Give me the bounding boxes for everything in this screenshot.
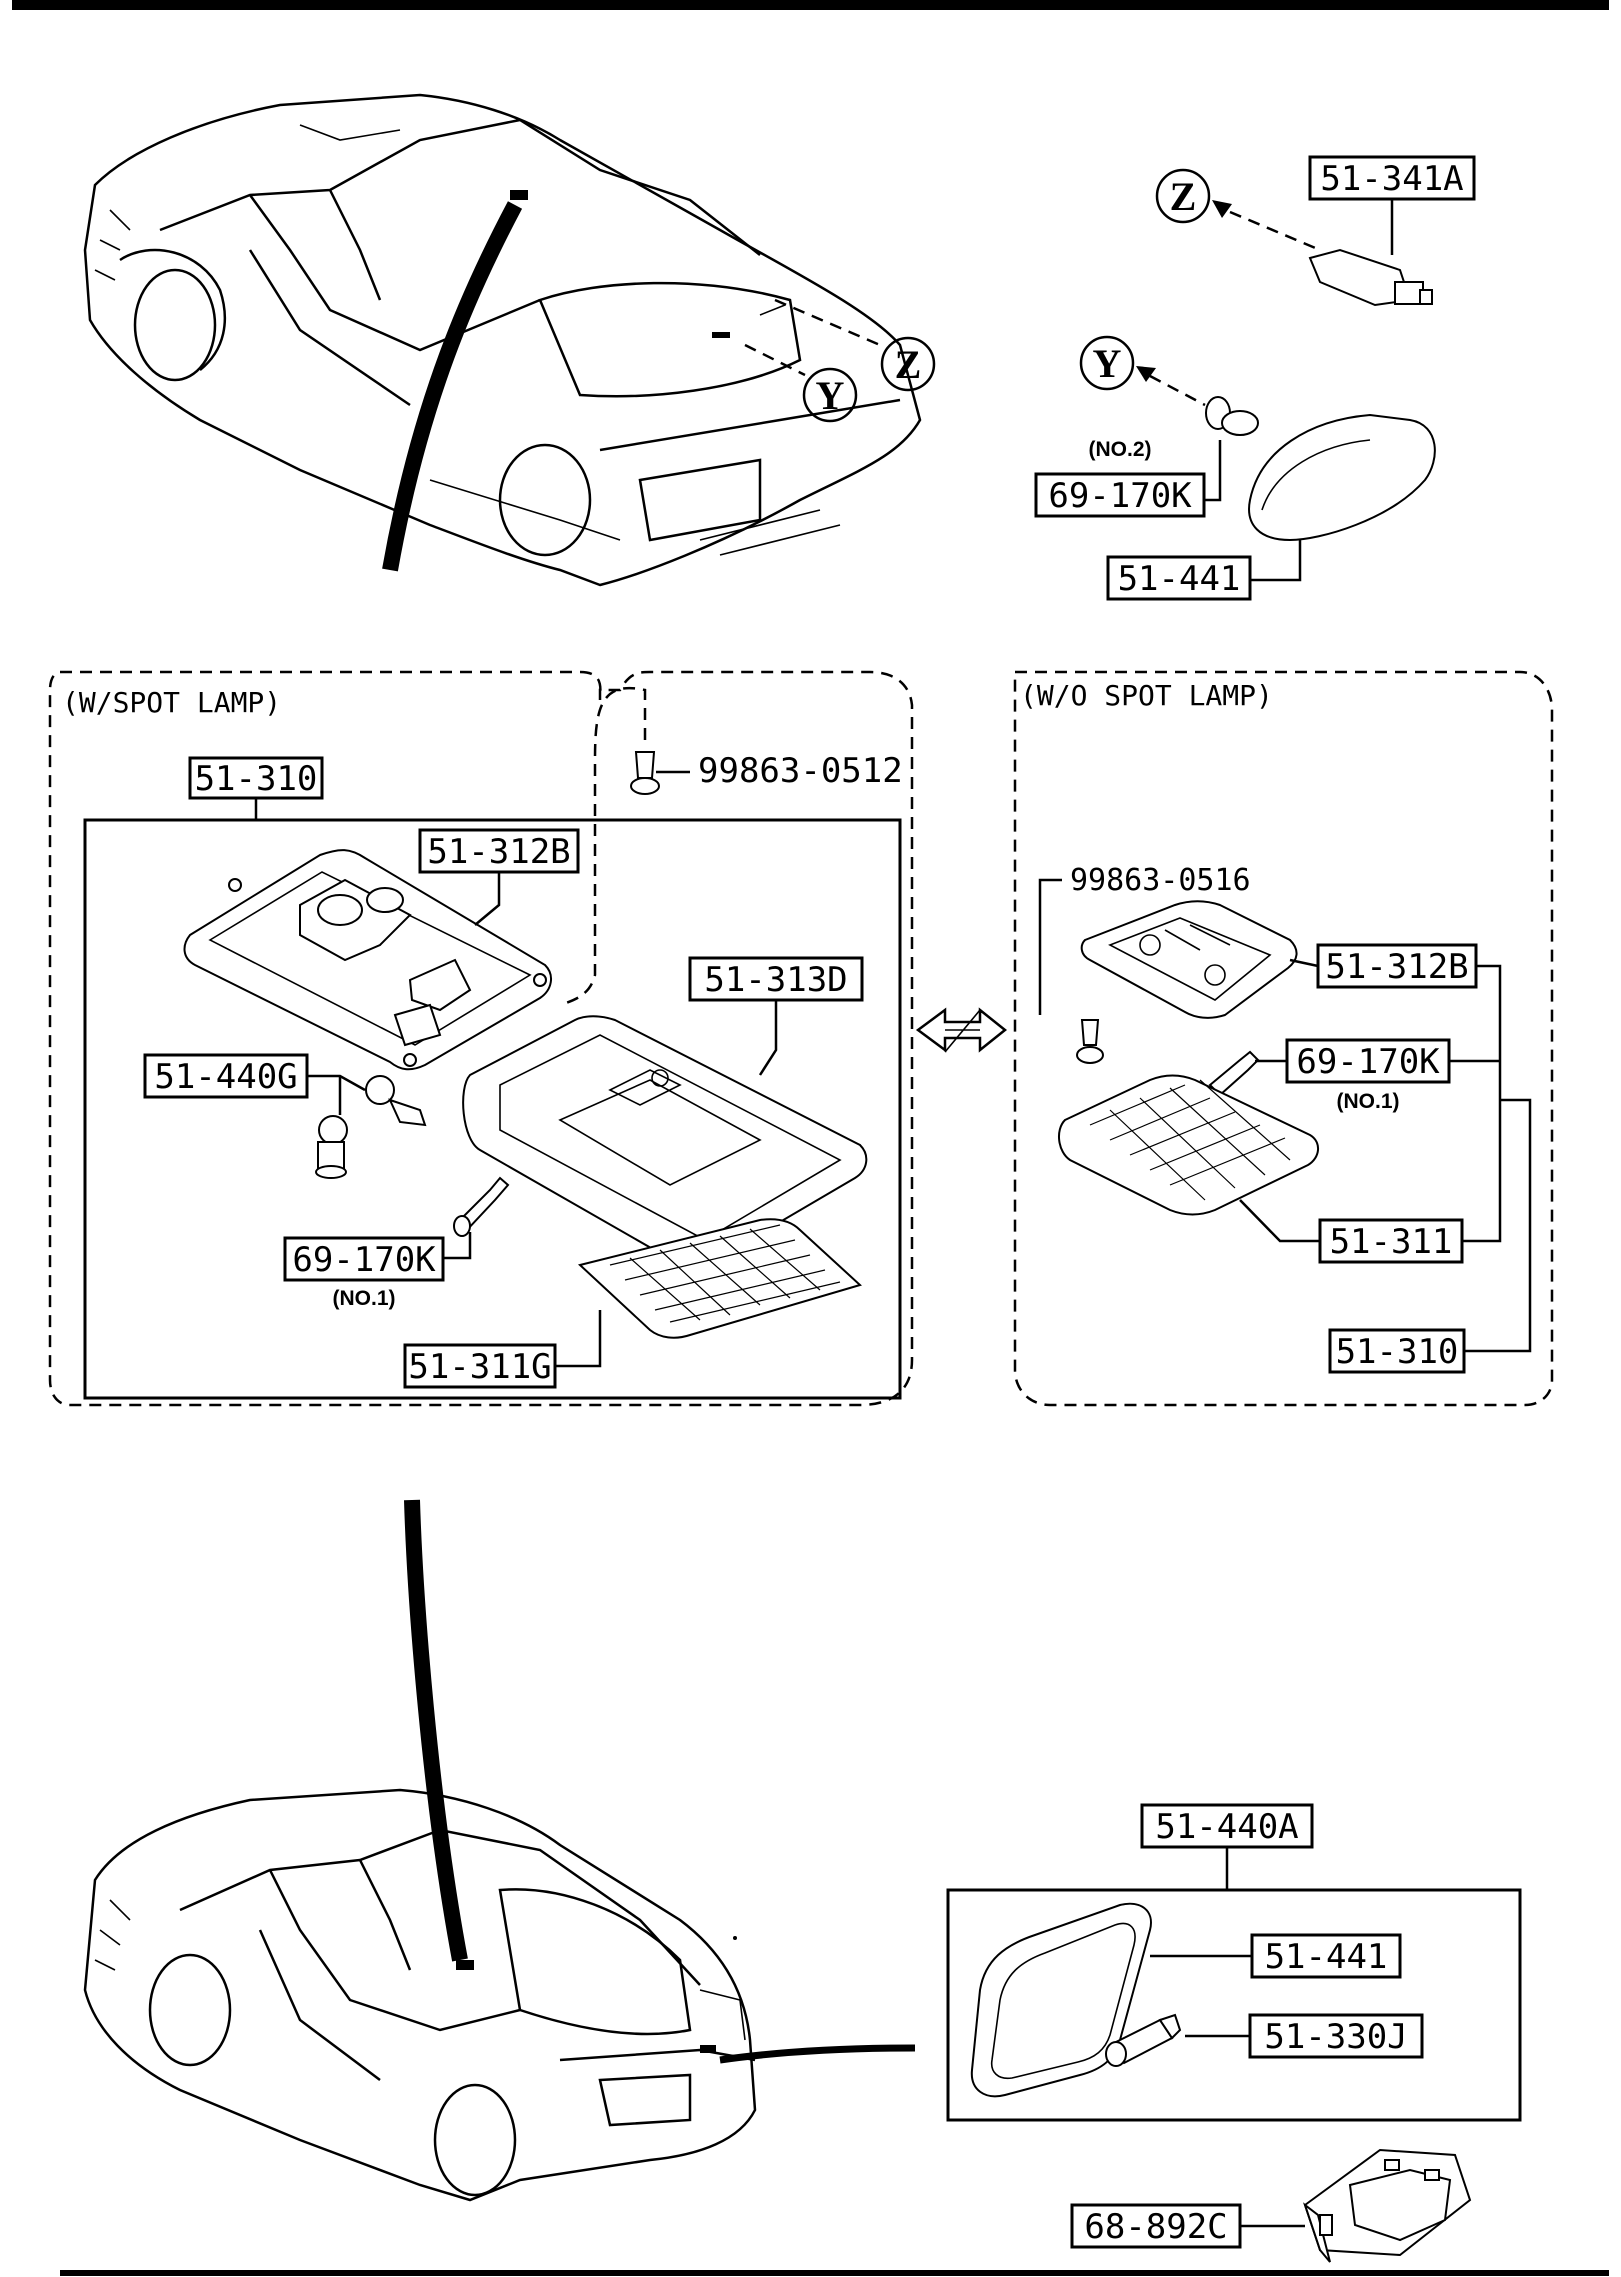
bulb-69-170K-wo-illustration	[1208, 1050, 1260, 1097]
hatchback-luggage-lamp-marker	[700, 2045, 716, 2053]
label-51-311G: 51-311G	[408, 1347, 551, 1387]
base-51-312B-illustration	[183, 849, 552, 1071]
label-99863-0512: 99863-0512	[698, 751, 903, 791]
screw-99863-0516-illustration	[1076, 1019, 1104, 1064]
bulb-69-170K-no1-illustration	[453, 1176, 510, 1237]
lens-51-441-illustration	[1248, 413, 1436, 542]
note-no2: (NO.2)	[1089, 438, 1152, 461]
label-51-441-top: 51-441	[1118, 559, 1241, 599]
sedan-pointer-line	[382, 201, 523, 572]
note-no1-wo-spot: (NO.1)	[1337, 1090, 1400, 1113]
lens-51-441-bottom-illustration	[970, 1902, 1152, 2098]
sedan-illustration	[83, 93, 922, 587]
section-title-wo-spot: (W/O SPOT LAMP)	[1020, 679, 1273, 712]
top-right-parts: Z 51-341A Y (NO.2) 69-170K 51-441	[1034, 155, 1476, 601]
callout-y-label: Y	[816, 373, 845, 418]
section-with-spot-lamp: (W/SPOT LAMP) 51-310 99863-0512 51-312B	[48, 670, 914, 1407]
bulb-69-170K-no2-illustration	[1205, 396, 1259, 436]
housing-51-311-illustration	[1058, 1074, 1319, 1216]
label-51-330J: 51-330J	[1264, 2017, 1407, 2057]
label-68-892C: 68-892C	[1084, 2207, 1227, 2247]
label-99863-0516: 99863-0516	[1070, 863, 1251, 898]
lens-51-311G-illustration	[577, 1218, 862, 1339]
top-border-rule	[12, 0, 1609, 10]
label-51-440A: 51-440A	[1155, 1807, 1298, 1847]
bulb-51-341A-illustration	[1308, 248, 1433, 307]
hatchback-illustration	[83, 1499, 916, 2202]
label-51-441-bottom: 51-441	[1265, 1937, 1388, 1977]
label-69-170K-wo-spot: 69-170K	[1296, 1042, 1440, 1082]
bulbs-51-440G-illustration	[315, 1075, 427, 1179]
bezel-51-313D-illustration	[462, 1015, 868, 1267]
label-51-310-w-spot: 51-310	[195, 759, 318, 799]
callout-z-label: Z	[895, 342, 922, 387]
label-51-312B-wo-spot: 51-312B	[1325, 947, 1468, 987]
note-no1-w-spot: (NO.1)	[333, 1287, 396, 1310]
detail-callout-z-label: Z	[1170, 174, 1197, 219]
label-69-170K-top: 69-170K	[1048, 476, 1192, 516]
switch-68-892C-illustration	[1303, 2148, 1472, 2263]
sedan-rear-lamp-marker-y	[712, 332, 730, 338]
base-51-312B-wo-illustration	[1080, 900, 1298, 1019]
sedan-callout-y: Y	[802, 367, 858, 423]
bottom-right-parts: 51-440A 51-441 51-330J 68-892C	[946, 1803, 1522, 2263]
section-title-w-spot: (W/SPOT LAMP)	[62, 686, 281, 719]
screw-99863-0512-illustration	[630, 751, 660, 795]
label-51-311: 51-311	[1330, 1222, 1453, 1262]
label-51-440G: 51-440G	[154, 1057, 297, 1097]
detail-callout-y-label: Y	[1093, 341, 1122, 386]
sedan-interior-lamp-marker	[510, 190, 528, 200]
interchange-arrow	[915, 1007, 1008, 1053]
section-without-spot-lamp: (W/O SPOT LAMP) 99863-0516 51-312B 69-17…	[1013, 670, 1554, 1407]
hatchback-interior-lamp-marker	[456, 1960, 474, 1970]
hatchback-pointer-line	[404, 1499, 468, 1962]
bulb-51-330J-illustration	[1105, 2013, 1182, 2067]
bottom-border-rule	[60, 2270, 1609, 2276]
label-51-313D: 51-313D	[704, 960, 847, 1000]
sedan-callout-z: Z	[880, 336, 936, 392]
label-69-170K-w-spot: 69-170K	[292, 1240, 436, 1280]
label-51-310-wo-spot: 51-310	[1336, 1332, 1459, 1372]
label-51-312B-w-spot: 51-312B	[427, 832, 570, 872]
label-51-341A: 51-341A	[1320, 159, 1463, 199]
